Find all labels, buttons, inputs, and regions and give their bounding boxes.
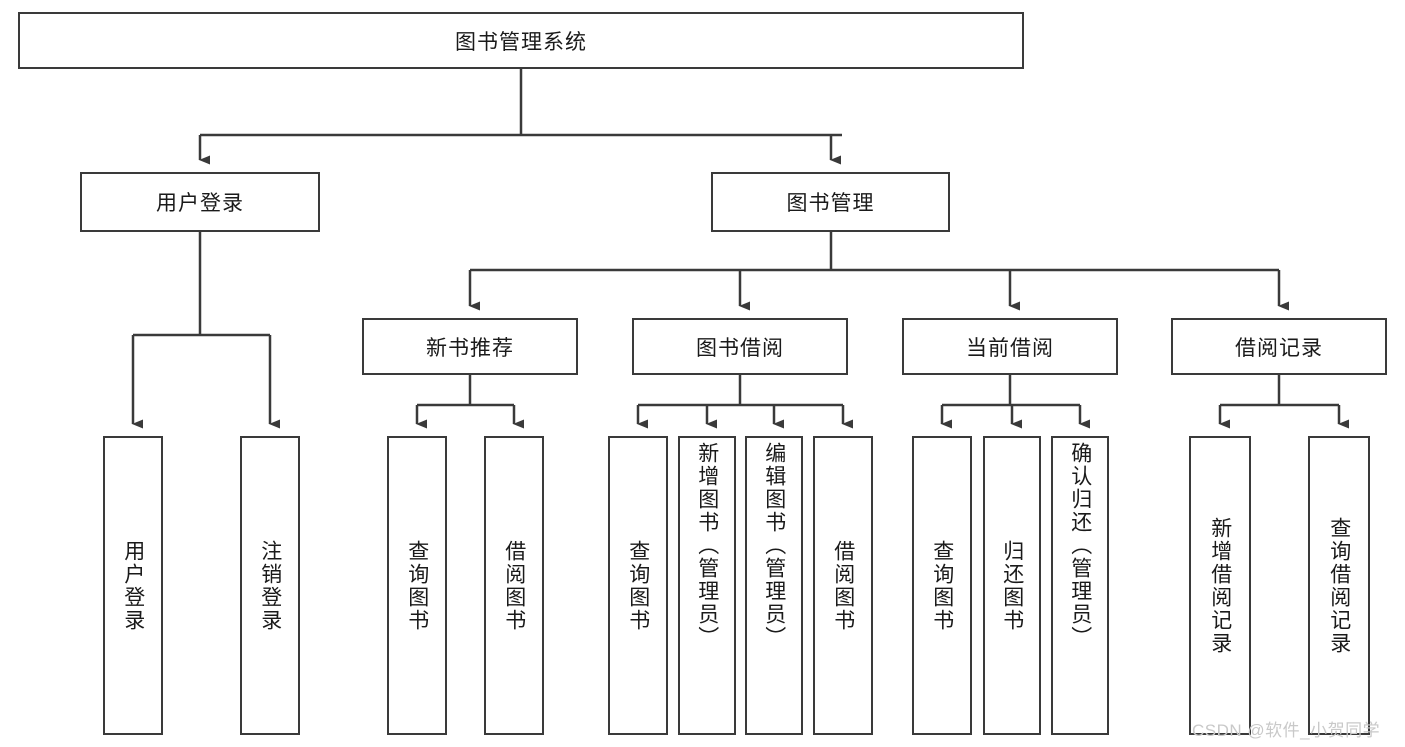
leaf-add-book-admin-label: 新增图书（管理员） bbox=[695, 442, 719, 649]
leaf-edit-book-admin-label: 编辑图书（管理员） bbox=[762, 442, 786, 649]
node-book-borrow[interactable]: 图书借阅 bbox=[632, 318, 848, 375]
node-root-system[interactable]: 图书管理系统 bbox=[18, 12, 1024, 69]
node-user-login-label: 用户登录 bbox=[156, 192, 244, 215]
leaf-borrow-book-recommend-label: 借阅图书 bbox=[502, 539, 526, 632]
leaf-add-borrow-record-label: 新增借阅记录 bbox=[1208, 516, 1232, 655]
leaf-borrow-book[interactable]: 借阅图书 bbox=[813, 436, 873, 735]
leaf-add-borrow-record[interactable]: 新增借阅记录 bbox=[1189, 436, 1251, 735]
leaf-query-borrow-record-label: 查询借阅记录 bbox=[1327, 516, 1351, 655]
leaf-borrow-book-label: 借阅图书 bbox=[831, 539, 855, 632]
leaf-edit-book-admin[interactable]: 编辑图书（管理员） bbox=[745, 436, 803, 735]
node-current-borrow-label: 当前借阅 bbox=[966, 336, 1054, 360]
node-borrow-record-label: 借阅记录 bbox=[1235, 336, 1323, 360]
leaf-query-book-current[interactable]: 查询图书 bbox=[912, 436, 972, 735]
leaf-query-borrow-record[interactable]: 查询借阅记录 bbox=[1308, 436, 1370, 735]
leaf-query-book-borrow[interactable]: 查询图书 bbox=[608, 436, 668, 735]
leaf-query-book-current-label: 查询图书 bbox=[930, 539, 954, 632]
leaf-return-book[interactable]: 归还图书 bbox=[983, 436, 1041, 735]
leaf-user-login[interactable]: 用户登录 bbox=[103, 436, 163, 735]
node-book-management[interactable]: 图书管理 bbox=[711, 172, 950, 232]
leaf-user-login-label: 用户登录 bbox=[121, 539, 145, 632]
node-current-borrow[interactable]: 当前借阅 bbox=[902, 318, 1118, 375]
csdn-watermark: CSDN @软件_小贺同学 bbox=[1192, 721, 1381, 740]
leaf-confirm-return-admin[interactable]: 确认归还（管理员） bbox=[1051, 436, 1109, 735]
node-borrow-record[interactable]: 借阅记录 bbox=[1171, 318, 1387, 375]
leaf-query-book-recommend[interactable]: 查询图书 bbox=[387, 436, 447, 735]
node-new-book-recommend-label: 新书推荐 bbox=[426, 336, 514, 360]
leaf-query-book-borrow-label: 查询图书 bbox=[626, 539, 650, 632]
node-root-label: 图书管理系统 bbox=[455, 30, 587, 54]
node-book-borrow-label: 图书借阅 bbox=[696, 336, 784, 360]
leaf-logout-label: 注销登录 bbox=[258, 539, 282, 632]
node-user-login[interactable]: 用户登录 bbox=[80, 172, 320, 232]
leaf-query-book-recommend-label: 查询图书 bbox=[405, 539, 429, 632]
leaf-add-book-admin[interactable]: 新增图书（管理员） bbox=[678, 436, 736, 735]
leaf-logout[interactable]: 注销登录 bbox=[240, 436, 300, 735]
leaf-borrow-book-recommend[interactable]: 借阅图书 bbox=[484, 436, 544, 735]
leaf-confirm-return-admin-label: 确认归还（管理员） bbox=[1068, 442, 1092, 649]
node-new-book-recommend[interactable]: 新书推荐 bbox=[362, 318, 578, 375]
leaf-return-book-label: 归还图书 bbox=[1000, 539, 1024, 632]
node-book-management-label: 图书管理 bbox=[786, 192, 875, 215]
